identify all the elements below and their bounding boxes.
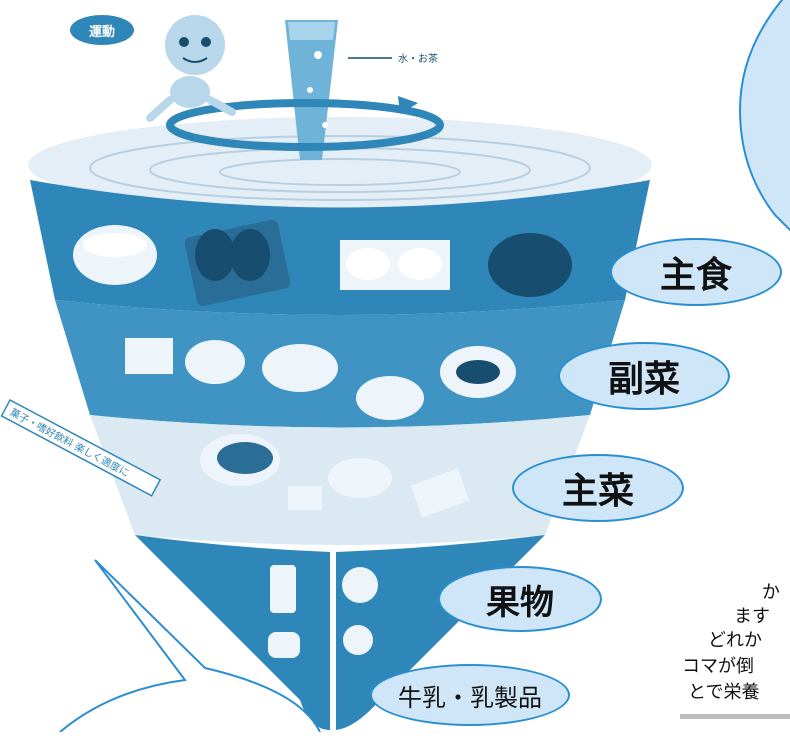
exercise-badge: [70, 15, 134, 45]
onigiri: [488, 233, 572, 297]
divider-line: [680, 714, 790, 719]
explanation-line-2: ます: [734, 606, 770, 627]
main-dish-label: 主菜: [512, 454, 684, 522]
fish-dish: [328, 458, 392, 498]
persimmon: [342, 567, 378, 603]
side-dish-label: 副菜: [558, 342, 730, 410]
yogurt-cup: [268, 632, 300, 658]
rotation-arrow: [166, 99, 444, 151]
tofu-plate: [410, 468, 470, 518]
mascot-character: [165, 15, 225, 75]
main-dish-label-text: 主菜: [561, 471, 634, 512]
water-tea-label: 水・お茶: [398, 52, 438, 65]
bottom-speech-bubble: [59, 559, 321, 733]
egg-box: [288, 486, 322, 510]
top-surface: [28, 117, 652, 213]
explanation-line-4: コマが倒: [682, 656, 754, 677]
staple-label: 主食: [610, 238, 782, 306]
milk-carton: [270, 565, 296, 613]
fruit-label-text: 果物: [486, 582, 554, 623]
staple-label-text: 主食: [659, 255, 732, 296]
orange: [343, 625, 373, 655]
dairy-label: 牛乳・乳製品: [370, 664, 570, 726]
side-dish-label-text: 副菜: [607, 359, 680, 400]
dairy-label-text: 牛乳・乳製品: [398, 683, 542, 712]
salad-plate: [262, 344, 338, 392]
vegetable-plate: [356, 376, 424, 420]
side-dish-box: [125, 338, 173, 374]
explanation-line-3: どれか: [708, 630, 762, 651]
exercise-label: 運動: [89, 24, 115, 40]
explanation-line-1: か: [762, 582, 780, 603]
side-bowl: [185, 340, 245, 384]
top-right-speech-bubble: [738, 0, 790, 232]
fruit-label: 果物: [438, 566, 602, 632]
explanation-line-5: とで栄養: [688, 682, 760, 703]
